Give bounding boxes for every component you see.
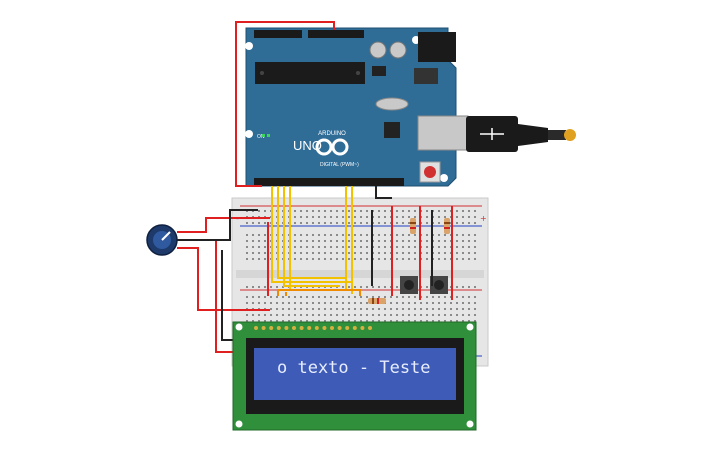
pushbutton-2[interactable] <box>430 276 448 294</box>
pushbutton-1[interactable] <box>400 276 418 294</box>
resistor-1[interactable] <box>410 218 416 234</box>
brand-label: ARDUINO <box>318 131 346 137</box>
analog-header <box>254 30 302 38</box>
arduino-uno-board[interactable]: ARDUINO UNO DIGITAL (PWM~) ON <box>245 27 469 187</box>
lcd-module[interactable]: o texto - Teste <box>232 321 477 431</box>
rail-plus-label: + <box>480 214 487 223</box>
digital-header <box>254 178 404 186</box>
arduino-logo-icon <box>315 138 349 156</box>
lcd-screen <box>254 348 456 400</box>
wires <box>177 21 453 353</box>
microcontroller-chip <box>255 62 365 84</box>
digital-header-label: DIGITAL (PWM~) <box>320 162 359 168</box>
resistor-2[interactable] <box>444 218 450 234</box>
on-led-label: ON <box>257 134 265 140</box>
potentiometer[interactable] <box>146 224 178 256</box>
lcd-text-line: o texto - Teste <box>277 358 431 378</box>
power-header <box>308 30 364 38</box>
usb-port <box>417 115 469 151</box>
resistor-3[interactable] <box>368 298 386 304</box>
model-label: UNO <box>293 138 322 153</box>
power-jack <box>418 32 456 62</box>
usb-cable <box>466 116 576 152</box>
